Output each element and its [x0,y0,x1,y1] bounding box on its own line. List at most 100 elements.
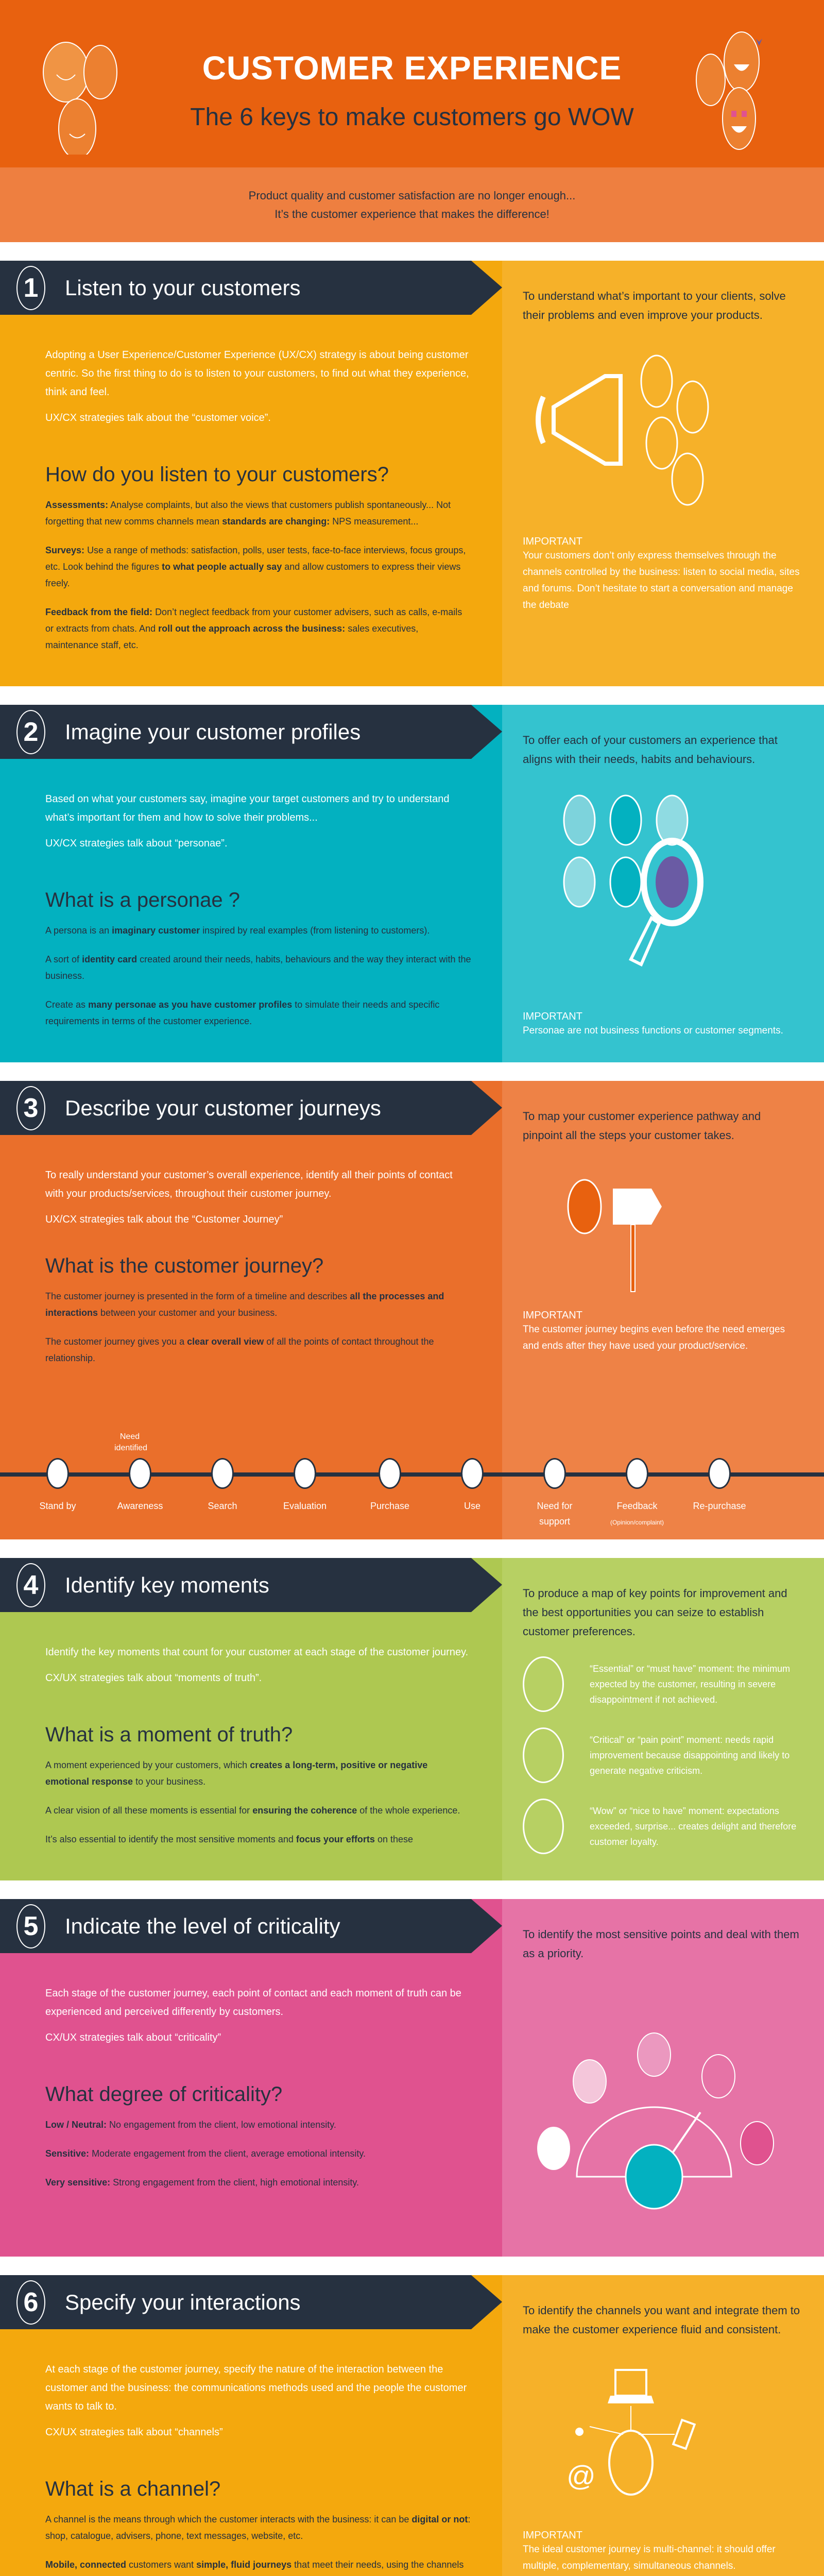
point: A sort of identity card created around t… [45,954,471,981]
point: Mobile, connected customers want simple,… [45,2560,464,2570]
point: A persona is an imaginary customer inspi… [45,925,430,936]
section-lead-sub: CX/UX strategies talk about “moments of … [45,1672,262,1684]
point: The customer journey is presented in the… [45,1291,444,1318]
section-question: What is a channel? [45,2478,221,2500]
stage-label: Use [464,1501,480,1511]
section-lead: Adopting a User Experience/Customer Expe… [45,349,469,398]
important-label: IMPORTANT [523,1310,582,1321]
section-question: What degree of criticality? [45,2083,283,2106]
section-banner: 6 Specify your interactions [0,2275,502,2329]
page-subtitle: The 6 keys to make customers go WOW [190,104,634,131]
section-journeys: 3 Describe your customer journeys To rea… [0,1081,824,1539]
point: It’s also essential to identify the most… [45,1834,414,1844]
gauge-icon [523,2020,803,2236]
section-lead-sub: UX/CX strategies talk about the “Custome… [45,1214,283,1225]
moment-essential: “Essential” or “must have” moment: the m… [523,1656,803,1712]
section-banner: 1 Listen to your customers [0,261,502,315]
section-title: Describe your customer journeys [65,1095,381,1120]
signpost-icon [523,1165,803,1294]
stage-label: Purchase [370,1501,410,1511]
section-title: Imagine your customer profiles [65,719,361,744]
smile-face-icon [523,1656,564,1712]
section-goal: To produce a map of key points for impro… [523,1587,787,1638]
section-banner: 2 Imagine your customer profiles [0,705,502,759]
point-low: Low / Neutral: No engagement from the cl… [45,2120,336,2130]
section-goal: To map your customer experience pathway … [523,1110,761,1142]
section-interactions: 6 Specify your interactions At each stag… [0,2275,824,2576]
section-question: What is a moment of truth? [45,1723,293,1746]
section-lead-sub: UX/CX strategies talk about the “custome… [45,412,271,423]
important-label: IMPORTANT [523,1011,582,1022]
section-number: 3 [16,1086,45,1130]
stage-label: Need for support [537,1501,573,1527]
section-lead-sub: UX/CX strategies talk about “personae”. [45,838,228,849]
customer-journey-timeline: Need identified Stand by Awareness Searc… [0,1421,824,1539]
page-title: CUSTOMER EXPERIENCE [202,49,622,87]
section-banner: 3 Describe your customer journeys [0,1081,502,1135]
section-title: Identify key moments [65,1572,269,1597]
intro-line-2: It’s the customer experience that makes … [274,207,550,221]
section-lead: To really understand your customer’s ove… [45,1170,453,1199]
section-banner: 5 Indicate the level of criticality [0,1899,502,1953]
stage-label: Evaluation [283,1501,327,1511]
stage-label: Awareness [117,1501,163,1511]
hero-banner: CUSTOMER EXPERIENCE The 6 keys to make c… [0,0,824,167]
section-goal: To offer each of your customers an exper… [523,734,778,766]
important-text: Personae are not business functions or c… [523,1025,783,1036]
stage-label: Search [208,1501,237,1511]
important-label: IMPORTANT [523,536,582,547]
section-question: How do you listen to your customers? [45,463,389,486]
section-banner: 4 Identify key moments [0,1558,502,1612]
intro-banner: Product quality and customer satisfactio… [0,167,824,242]
heart-eyes-face-icon [523,1799,564,1854]
section-number: 1 [16,265,45,310]
stage-label: Stand by [39,1501,76,1511]
section-title: Listen to your customers [65,275,301,300]
moment-critical: “Critical” or “pain point” moment: needs… [523,1727,803,1783]
point-feedback: Feedback from the field: Don’t neglect f… [45,607,462,650]
section-question: What is a personae ? [45,889,240,911]
section-title: Indicate the level of criticality [65,1913,340,1938]
channels-network-icon: @ [523,2360,803,2514]
section-number: 5 [16,1904,45,1948]
section-lead: Based on what your customers say, imagin… [45,793,450,823]
point: A clear vision of all these moments is e… [45,1805,460,1816]
section-title: Specify your interactions [65,2290,301,2314]
section-lead: Identify the key moments that count for … [45,1647,469,1658]
section-number: 2 [16,709,45,754]
section-criticality: 5 Indicate the level of criticality Each… [0,1899,824,2257]
section-profiles: 2 Imagine your customer profiles Based o… [0,705,824,1062]
frown-face-icon [523,1727,564,1783]
section-goal: To identify the most sensitive points an… [523,1928,799,1960]
point: The customer journey gives you a clear o… [45,1336,434,1363]
section-goal: To identify the channels you want and in… [523,2304,800,2336]
need-identified-label: Need identified [114,1432,148,1452]
section-lead: At each stage of the customer journey, s… [45,2364,467,2412]
magnifier-personae-icon [523,789,803,995]
section-key-moments: 4 Identify key moments Identify the key … [0,1558,824,1880]
wow-faces-icon [696,31,762,150]
moment-wow: “Wow” or “nice to have” moment: expectat… [523,1799,803,1854]
point-surveys: Surveys: Use a range of methods: satisfa… [45,545,466,588]
megaphone-icon [523,345,803,520]
point-sensitive: Sensitive: Moderate engagement from the … [45,2148,366,2159]
stage-label: Re-purchase [693,1501,746,1511]
point-assessments: Assessments: Analyse complaints, but als… [45,500,451,527]
important-label: IMPORTANT [523,2530,582,2541]
smiley-faces-icon [43,42,117,155]
section-number: 4 [16,1563,45,1607]
stage-label: Feedback(Opinion/complaint) [610,1501,664,1526]
section-question: What is the customer journey? [45,1255,324,1277]
point: A channel is the means through which the… [45,2514,471,2541]
point-very-sensitive: Very sensitive: Strong engagement from t… [45,2177,359,2188]
important-text: The customer journey begins even before … [523,1324,785,1351]
important-text: The ideal customer journey is multi-chan… [523,2544,776,2571]
point: A moment experienced by your customers, … [45,1760,428,1787]
section-lead-sub: CX/UX strategies talk about “criticality… [45,2032,221,2043]
section-number: 6 [16,2280,45,2325]
section-listen: 1 Listen to your customers Adopting a Us… [0,261,824,686]
important-text: Your customers don’t only express themse… [523,550,800,611]
point: Create as many personae as you have cust… [45,999,440,1026]
section-lead: Each stage of the customer journey, each… [45,1988,461,2018]
intro-line-1: Product quality and customer satisfactio… [248,189,576,202]
